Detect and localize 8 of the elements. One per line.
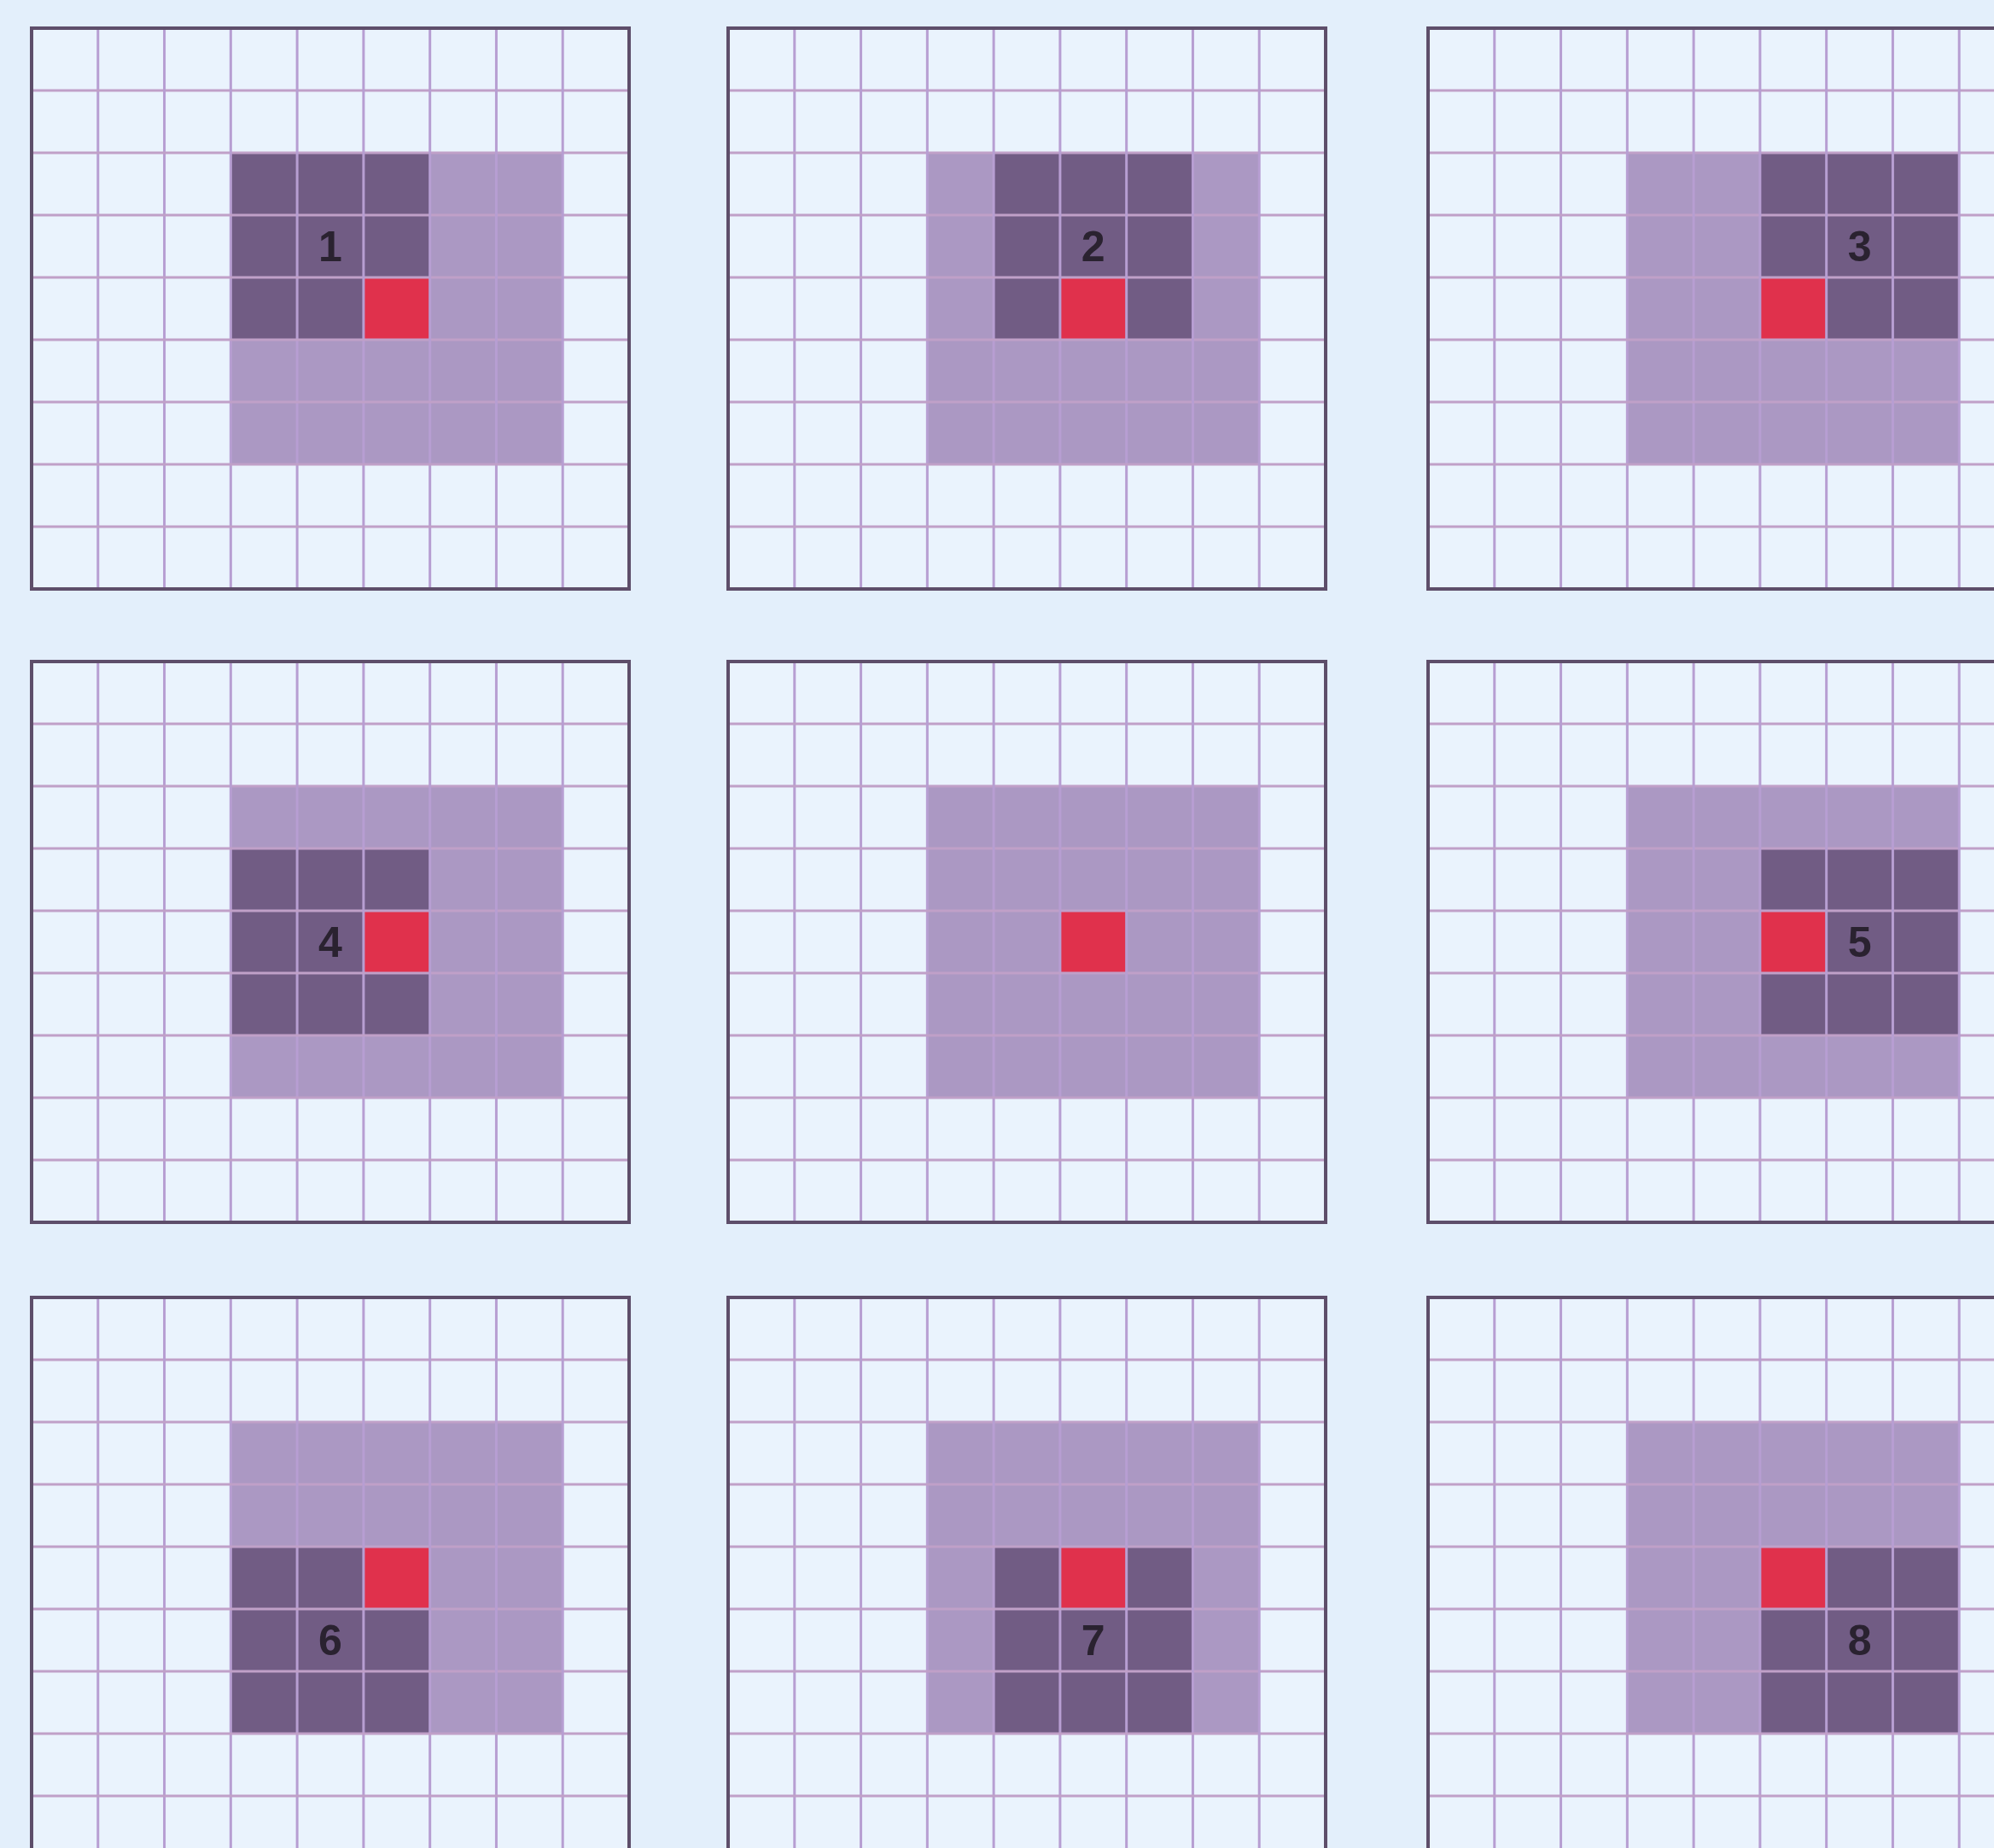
panel-number: 4 [318, 918, 342, 966]
panel-number: 5 [1847, 918, 1872, 966]
panel-number: 7 [1081, 1616, 1105, 1664]
panel-number: 8 [1847, 1616, 1872, 1664]
panel-number: 6 [318, 1616, 342, 1664]
panel-number: 2 [1081, 222, 1105, 271]
panel-number: 3 [1847, 222, 1872, 271]
panel-number: 1 [318, 222, 342, 271]
